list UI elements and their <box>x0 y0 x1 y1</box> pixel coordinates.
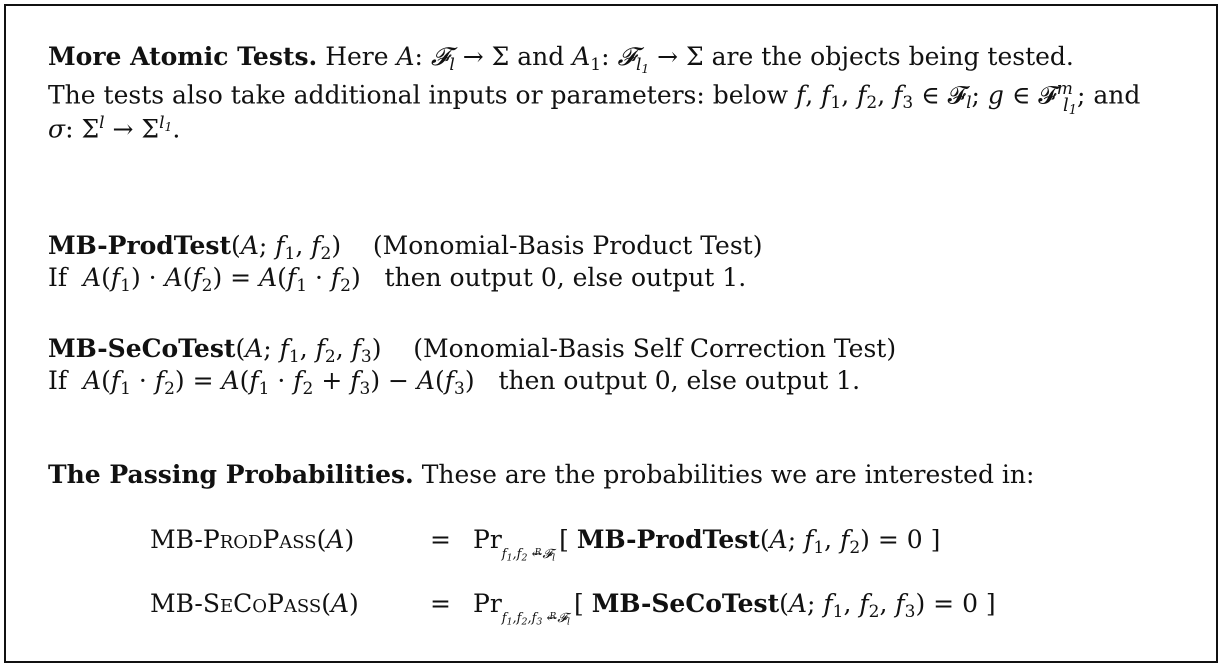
eq2-lhs: MB-SeCoPass(A) <box>150 589 359 618</box>
eq2-test: MB-SeCoTest <box>591 589 780 618</box>
in-F: ∈ 𝓕 <box>913 80 967 110</box>
secotest-if: If <box>48 366 68 395</box>
var-A: A <box>396 42 415 71</box>
eq1-rhs: Prf1,f2 R←𝓕l[ MB-ProdTest(A; f1, f2) = 0… <box>473 525 941 564</box>
sub-l1: l1 <box>635 54 650 76</box>
eq1-equals: = <box>430 525 451 554</box>
theorem-box <box>4 4 1218 663</box>
prodtest-name: MB-ProdTest <box>48 231 232 260</box>
prodtest-heading-line: MB-ProdTest(A; f1, f2) (Monomial-Basis P… <box>48 231 763 264</box>
atomic-line-2: The tests also take additional inputs or… <box>48 79 1141 119</box>
secotest-heading-line: MB-SeCoTest(A; f1, f2, f3) (Monomial-Bas… <box>48 334 897 367</box>
passing-heading: The Passing Probabilities. <box>48 460 414 489</box>
eq2-equals: = <box>430 589 451 618</box>
sup-m: m <box>1056 79 1073 99</box>
passing-line: The Passing Probabilities. These are the… <box>48 460 1034 490</box>
sub-1: 1 <box>590 54 602 75</box>
secotest-then: then output 0, else output 1. <box>498 366 861 395</box>
symbol-F: 𝓕 <box>430 42 450 71</box>
secotest-name: MB-SeCoTest <box>48 334 236 363</box>
sub-l1-2: l1 <box>1063 95 1078 119</box>
secotest-desc: (Monomial-Basis Self Correction Test) <box>413 334 897 363</box>
var-A1: A <box>572 42 591 71</box>
eq2-rhs: Prf1,f2,f3 R←𝓕l[ MB-SeCoTest(A; f1, f2, … <box>473 589 996 628</box>
secotest-rule-line: If A(f1 · f2) = A(f1 · f2 + f3) − A(f3) … <box>48 366 861 399</box>
arrow-text-2: → Σ are the objects being tested. <box>649 42 1074 71</box>
eq1-test: MB-ProdTest <box>576 525 760 554</box>
prodtest-if: If <box>48 263 68 292</box>
atomic-line-3: σ: Σl → Σl1. <box>48 113 181 144</box>
params-text: The tests also take additional inputs or… <box>48 80 796 110</box>
semicolon-g: ; g ∈ 𝓕 <box>971 80 1057 110</box>
sub-l: l <box>449 54 455 75</box>
eq1-lhs: MB-ProdPass(A) <box>150 525 355 554</box>
prodtest-desc: (Monomial-Basis Product Test) <box>372 231 763 260</box>
f-list: f <box>795 80 806 110</box>
atomic-line-1: More Atomic Tests. Here A: 𝓕l → Σ and A1… <box>48 42 1074 76</box>
colon: : <box>414 42 431 71</box>
prodtest-rule-line: If A(f1) · A(f2) = A(f1 · f2) then outpu… <box>48 263 747 296</box>
pr-1-subscript: f1,f2 R←𝓕l <box>501 547 556 564</box>
arrow-text: → Σ and <box>454 42 573 71</box>
pr-2-subscript: f1,f2,f3 R←𝓕l <box>501 611 571 628</box>
and-text: ; and <box>1077 80 1141 110</box>
atomic-heading: More Atomic Tests. <box>48 42 318 71</box>
atomic-intro: Here <box>325 42 389 71</box>
pr-2: Pr <box>473 589 502 618</box>
prodtest-then: then output 0, else output 1. <box>384 263 747 292</box>
passing-text: These are the probabilities we are inter… <box>421 460 1035 489</box>
pr-1: Pr <box>473 525 502 554</box>
symbol-F-2: 𝓕 <box>617 42 636 71</box>
